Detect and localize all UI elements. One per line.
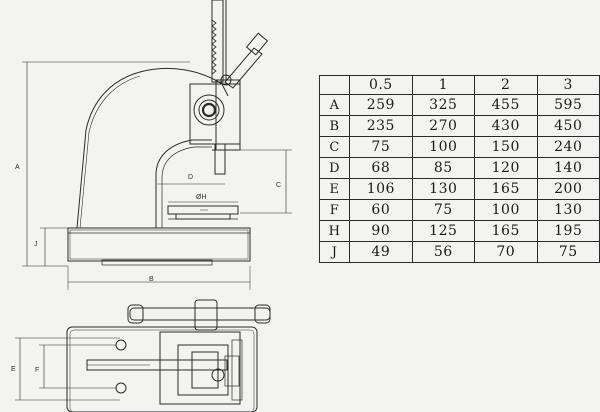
- table-row: E 106 130 165 200: [318, 178, 600, 200]
- row-label: D: [318, 157, 351, 179]
- table-row: D 68 85 120 140: [318, 157, 600, 179]
- table-cell: 75: [349, 136, 413, 158]
- table-cell: 60: [349, 199, 413, 221]
- dim-label-j: J: [34, 241, 38, 248]
- column-header: 3: [536, 75, 600, 95]
- row-label: J: [318, 241, 351, 263]
- row-label: C: [318, 136, 351, 158]
- table-cell: 595: [536, 94, 600, 116]
- table-row: J 49 56 70 75: [318, 241, 600, 263]
- table-cell: 120: [474, 157, 538, 179]
- table-cell: 259: [349, 94, 413, 116]
- table-cell: 240: [536, 136, 600, 158]
- table-cell: 195: [536, 220, 600, 242]
- table-corner-cell: [318, 75, 351, 95]
- top-view: [15, 299, 271, 412]
- side-view: [22, 0, 292, 290]
- table-cell: 125: [411, 220, 476, 242]
- lever-handle: [224, 47, 263, 89]
- table-cell: 56: [411, 241, 476, 263]
- table-cell: 100: [411, 136, 476, 158]
- dim-label-b: B: [149, 276, 154, 283]
- top-base: [66, 326, 258, 412]
- table-cell: 150: [474, 136, 538, 158]
- top-head-block: [159, 331, 241, 405]
- table-cell: 140: [536, 157, 600, 179]
- table-cell: 165: [474, 178, 538, 200]
- table-cell: 455: [474, 94, 538, 116]
- table-cell: 270: [411, 115, 476, 137]
- pinion-gear: [193, 94, 225, 126]
- table-row: F 60 75 100 130: [318, 199, 600, 221]
- top-handle-bar: [129, 307, 271, 321]
- table-cell: 68: [349, 157, 413, 179]
- table-cell: 165: [474, 220, 538, 242]
- row-label: H: [318, 220, 351, 242]
- base-plate: [67, 227, 251, 262]
- table-cell: 106: [349, 178, 413, 200]
- frame-throat: [155, 139, 212, 228]
- table-row: C 75 100 150 240: [318, 136, 600, 158]
- table-cell: 85: [411, 157, 476, 179]
- dim-label-e: E: [11, 366, 16, 373]
- table-cell: 90: [349, 220, 413, 242]
- table-cell: 130: [411, 178, 476, 200]
- frame-body: [76, 67, 229, 229]
- column-header: 0.5: [349, 75, 413, 95]
- table-cell: 430: [474, 115, 538, 137]
- row-label: A: [318, 94, 351, 116]
- mounting-hole: [115, 339, 127, 351]
- table-cell: 75: [536, 241, 600, 263]
- table-row: H 90 125 165 195: [318, 220, 600, 242]
- dim-label-c: C: [276, 182, 282, 189]
- table-cell: 235: [349, 115, 413, 137]
- dim-label-a: A: [15, 164, 20, 171]
- table-cell: 200: [536, 178, 600, 200]
- table-cell: 450: [536, 115, 600, 137]
- ram: [214, 143, 226, 175]
- row-label: F: [318, 199, 351, 221]
- dim-label-d: D: [188, 174, 194, 181]
- table-cell: 130: [536, 199, 600, 221]
- column-header: 2: [474, 75, 538, 95]
- table-header-row: 0.5 1 2 3: [318, 75, 600, 95]
- table-cell: 70: [474, 241, 538, 263]
- column-header: 1: [411, 75, 476, 95]
- dim-label-h: ØH: [196, 194, 207, 201]
- table-cell: 75: [411, 199, 476, 221]
- table-row: B 235 270 430 450: [318, 115, 600, 137]
- rack: [211, 0, 224, 83]
- table-cell: 49: [349, 241, 413, 263]
- table-cell: 100: [474, 199, 538, 221]
- dimension-table: 0.5 1 2 3 A 259 325 455 595 B 235 270 43…: [318, 75, 600, 263]
- mounting-hole: [115, 382, 127, 394]
- head-housing: [189, 83, 241, 145]
- table-cell: 325: [411, 94, 476, 116]
- dim-label-f: F: [35, 367, 40, 374]
- table-row: A 259 325 455 595: [318, 94, 600, 116]
- row-label: E: [318, 178, 351, 200]
- row-label: B: [318, 115, 351, 137]
